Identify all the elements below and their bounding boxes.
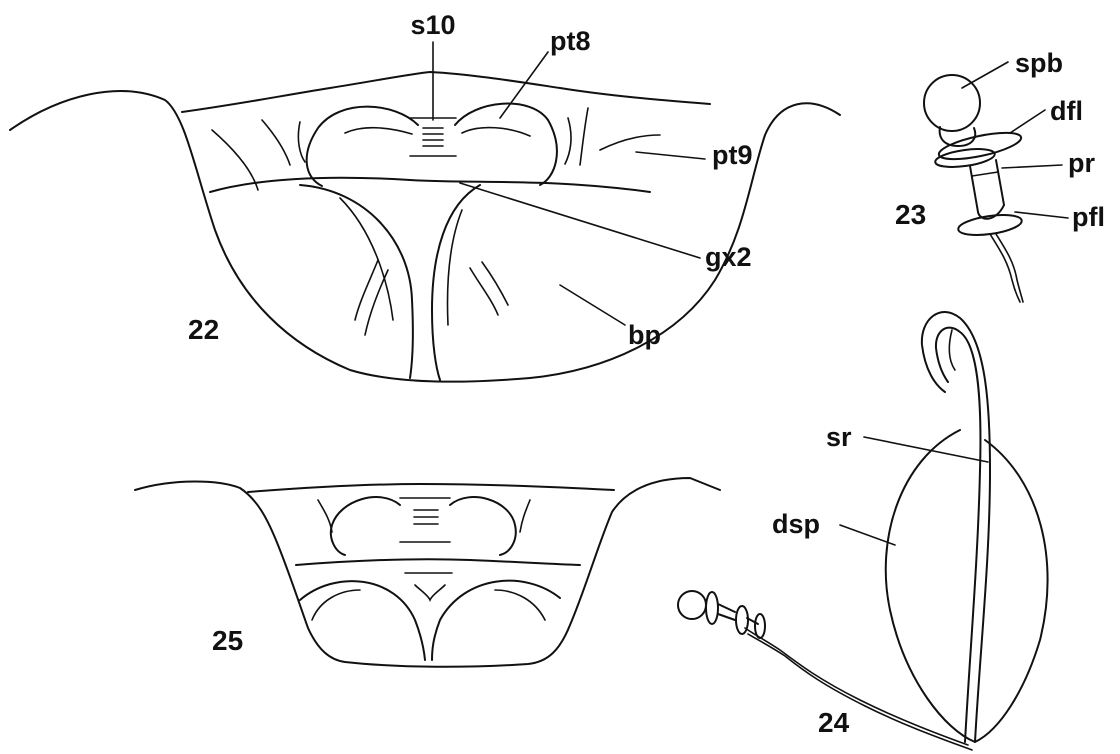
figure-22-drawing (10, 72, 840, 382)
label-spb: spb (1015, 48, 1063, 78)
figure-24-leaders (840, 437, 988, 545)
label-pr: pr (1068, 148, 1095, 178)
label-sr: sr (826, 422, 852, 452)
label-pt8: pt8 (550, 26, 591, 56)
figure-number-23: 23 (895, 199, 926, 230)
figure-23-leaders (962, 62, 1068, 218)
label-bp: bp (628, 320, 661, 350)
figure-23-drawing (924, 75, 1023, 302)
label-gx2: gx2 (705, 242, 752, 272)
label-pfl: pfl (1072, 202, 1105, 232)
label-dsp: dsp (772, 509, 820, 539)
figure-number-24: 24 (818, 707, 850, 738)
label-s10: s10 (410, 10, 455, 40)
figure-24-drawing (678, 312, 1048, 750)
label-pt9: pt9 (712, 140, 753, 170)
figure-number-22: 22 (188, 314, 219, 345)
label-dfl: dfl (1050, 96, 1083, 126)
figure-number-25: 25 (212, 625, 243, 656)
